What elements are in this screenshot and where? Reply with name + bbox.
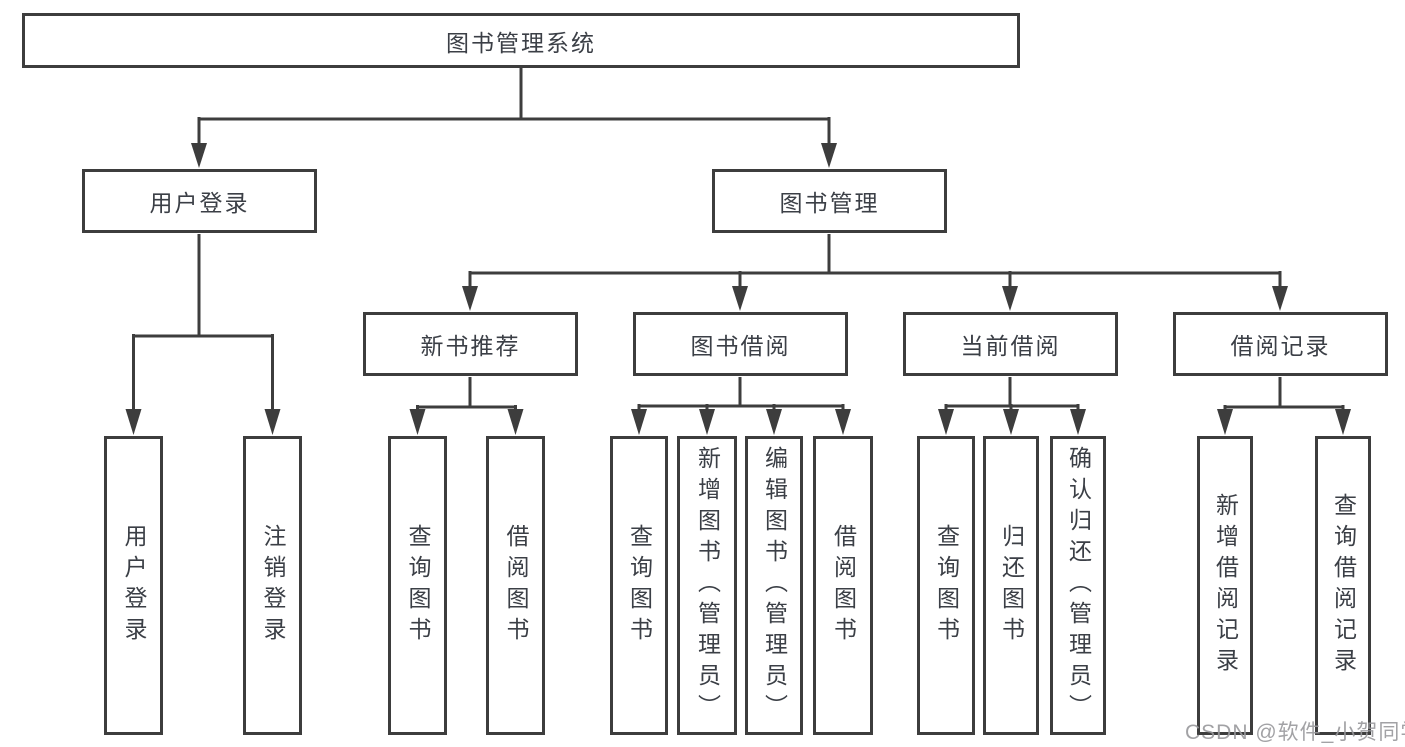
node-library-management-system: 图书管理系统 xyxy=(22,13,1020,68)
node-label: 归还图书 xyxy=(998,523,1025,648)
node-label: 用户登录 xyxy=(121,523,147,648)
node-label: 新增图书（管理员） xyxy=(694,446,721,725)
node-label: 查询图书 xyxy=(933,523,960,648)
leaf-user-login: 用户登录 xyxy=(104,436,163,735)
node-label: 借阅图书 xyxy=(503,523,529,648)
node-book-management: 图书管理 xyxy=(712,169,947,233)
node-label: 查询借阅记录 xyxy=(1330,492,1357,679)
node-label: 图书借阅 xyxy=(690,333,791,359)
node-label: 注销登录 xyxy=(260,523,286,648)
node-label: 图书管理系统 xyxy=(446,29,596,56)
node-label: 查询图书 xyxy=(405,523,431,648)
leaf-borrow-books: 借阅图书 xyxy=(486,436,545,735)
leaf-edit-books-admin: 编辑图书（管理员） xyxy=(745,436,803,735)
node-label: 借阅图书 xyxy=(830,523,857,648)
leaf-add-books-admin: 新增图书（管理员） xyxy=(677,436,737,735)
arrowheads xyxy=(125,143,1351,435)
leaf-query-books: 查询图书 xyxy=(917,436,975,735)
node-label: 编辑图书（管理员） xyxy=(761,446,788,725)
node-label: 当前借阅 xyxy=(960,333,1061,359)
csdn-watermark: CSDN @软件_小贺同学 xyxy=(1185,721,1405,744)
node-label: 图书管理 xyxy=(779,190,880,216)
leaf-borrow-books: 借阅图书 xyxy=(813,436,873,735)
node-book-borrow: 图书借阅 xyxy=(633,312,848,376)
node-label: 查询图书 xyxy=(626,523,653,648)
node-new-book-recommend: 新书推荐 xyxy=(363,312,578,376)
node-label: 借阅记录 xyxy=(1230,333,1331,359)
leaf-query-books: 查询图书 xyxy=(610,436,668,735)
node-label: 确认归还（管理员） xyxy=(1065,446,1092,725)
node-label: 新增借阅记录 xyxy=(1212,492,1239,679)
leaf-query-borrow-record: 查询借阅记录 xyxy=(1315,436,1371,735)
leaf-add-borrow-record: 新增借阅记录 xyxy=(1197,436,1253,735)
node-borrow-records: 借阅记录 xyxy=(1173,312,1388,376)
leaf-return-books: 归还图书 xyxy=(983,436,1039,735)
leaf-query-books: 查询图书 xyxy=(388,436,447,735)
node-current-borrow: 当前借阅 xyxy=(903,312,1118,376)
node-user-login: 用户登录 xyxy=(82,169,317,233)
leaf-confirm-return-admin: 确认归还（管理员） xyxy=(1050,436,1106,735)
node-label: 用户登录 xyxy=(149,190,250,216)
leaf-logout: 注销登录 xyxy=(243,436,302,735)
node-label: 新书推荐 xyxy=(420,333,521,359)
